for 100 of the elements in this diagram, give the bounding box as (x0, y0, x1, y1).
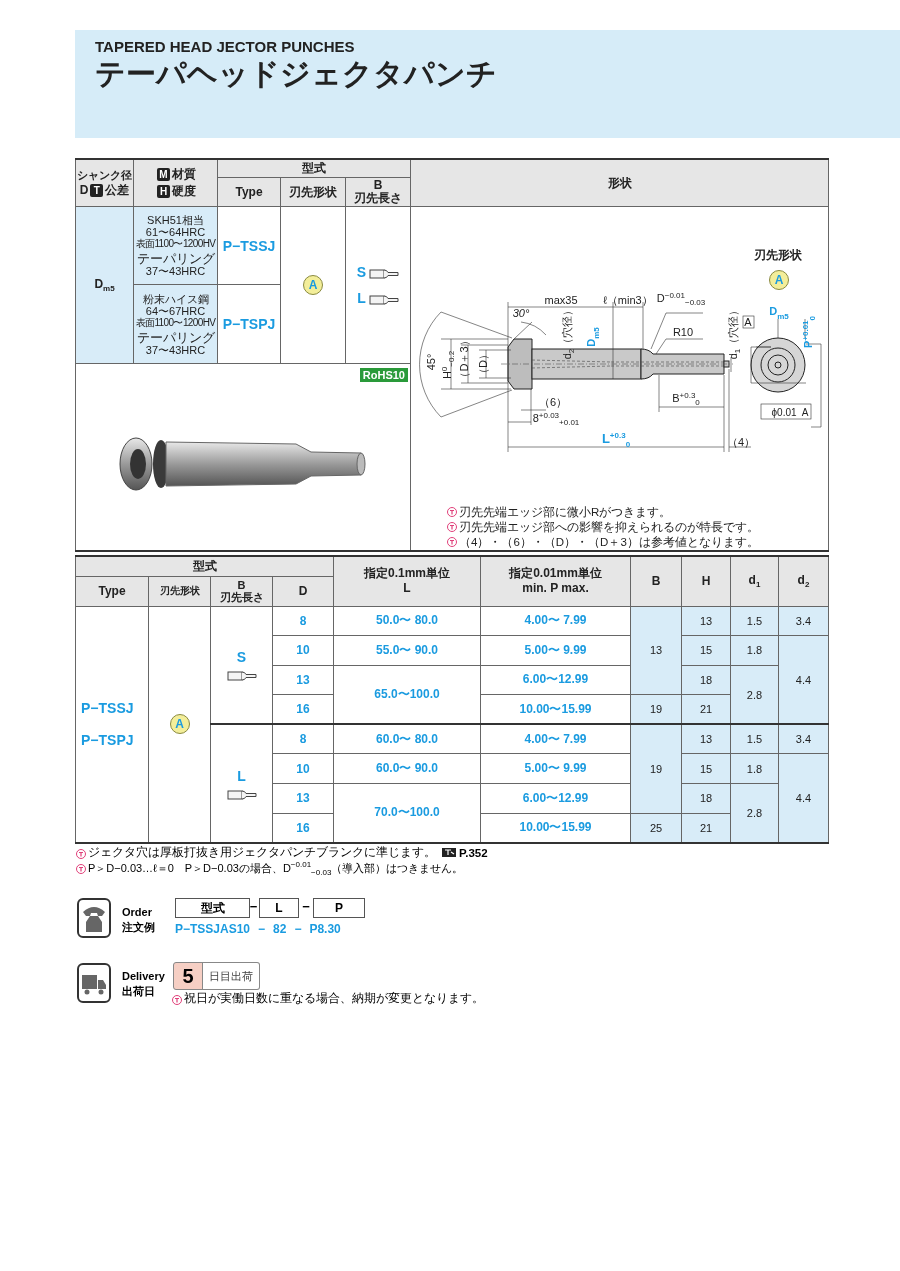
table-cell: D$_{m5}$ (75, 206, 134, 364)
header-cell: d$_{2}$ (778, 556, 829, 606)
header-text: 材質 (172, 166, 196, 183)
header-cell: 型式 (75, 556, 334, 576)
note-text: ジェクタ穴は厚板打抜き用ジェクタパンチブランクに準じます。 (88, 845, 436, 860)
order-heading: Order (122, 906, 152, 918)
dimension-label: A (744, 316, 752, 328)
table-cell: 50.0〜 80.0 (333, 606, 481, 636)
page-reference: P.352 (459, 846, 488, 859)
order-field: P (313, 898, 365, 918)
delivery-heading: 出荷日 (122, 984, 155, 999)
dimension-label: 30° (512, 307, 530, 319)
table-cell: 2.8 (730, 783, 779, 843)
header-cell: 形状 (410, 159, 829, 207)
table-cell: 1.5 (730, 724, 779, 754)
separator: − (258, 922, 266, 936)
order-heading: 注文例 (122, 920, 155, 935)
dimension-label: （D） (475, 349, 490, 379)
material-text: 表面1100〜1200HV (134, 238, 217, 250)
table-cell: 13 (272, 783, 334, 814)
separator: − (294, 922, 302, 936)
table-cell: 13 (272, 665, 334, 695)
order-field: L (259, 898, 299, 918)
dimension-label: （6） (538, 394, 568, 410)
order-example: P−TSSJAS10 (175, 922, 251, 936)
header-cell: H (681, 556, 731, 606)
table-cell: P−TSSJ (217, 206, 281, 285)
header-cell: 型式 (217, 159, 411, 178)
spec-badge: M (157, 168, 170, 181)
material-text: SKH51相当 (146, 214, 205, 226)
delivery-label: 日目出荷 (202, 962, 260, 990)
separator: − (248, 899, 259, 914)
note-text: （4）・（6）・（D）・（D＋3）は参考値となります。 (459, 535, 759, 550)
header-text: D (79, 183, 89, 198)
header-cell: D (272, 576, 334, 606)
table-cell: 19 (630, 724, 682, 814)
dimension-label: 刃先形状 (754, 246, 802, 264)
header-cell: 指定0.1mm単位 L (333, 556, 481, 606)
table-cell: 2.8 (730, 665, 779, 725)
shape-code-badge: A (169, 714, 190, 735)
material-text: 37〜43HRC (144, 265, 207, 277)
english-heading: TAPERED HEAD JECTOR PUNCHES (95, 38, 355, 55)
note-text: 祝日が実働日数に重なる場合、納期が変更となります。 (184, 991, 484, 1006)
table-cell: L (357, 290, 366, 306)
table-cell: 4.00〜 7.99 (480, 724, 631, 754)
header-cell: 指定0.01mm単位 min. P max. (480, 556, 631, 606)
type-code: P−TSPJ (81, 732, 135, 749)
header-cell: B 刃先長さ (345, 177, 411, 207)
dimension-label: D$_{m5}$ (769, 305, 789, 321)
table-cell: 70.0〜100.0 (333, 783, 481, 843)
note-text: 刃先先端エッジ部への影響を抑えられるのが特長です。 (459, 520, 759, 535)
rohs-badge: RoHS10 (359, 368, 408, 382)
table-cell: 3.4 (778, 724, 829, 754)
header-cell: B (630, 556, 682, 606)
header-text: シャンク径 (77, 168, 132, 183)
page-title: テーパヘッドジェクタパンチ (95, 55, 497, 93)
material-text: テーパリング (135, 331, 216, 344)
material-text: 64〜67HRC (145, 304, 206, 317)
spec-badge: H (157, 185, 170, 198)
table-cell-text: S (235, 648, 248, 665)
header-cell: 刃先形状 (280, 177, 346, 207)
table-cell: 10 (272, 635, 334, 666)
table-cell: 10 (272, 753, 334, 784)
material-text: 表面1100〜1200HV (134, 316, 217, 329)
material-text: 粉末ハイス鋼 (141, 292, 210, 305)
table-cell: 65.0〜100.0 (333, 665, 481, 725)
material-text: 37〜43HRC (145, 343, 206, 356)
table-cell: 60.0〜 90.0 (333, 753, 481, 784)
dimension-label: （D＋3） (456, 335, 471, 383)
header-cell: 刃先形状 (148, 576, 211, 606)
material-text: 61〜64HRC (144, 226, 207, 238)
material-text: テーパリング (135, 253, 216, 265)
order-example: P8.30 (309, 922, 341, 936)
table-cell: 13 (630, 606, 682, 695)
header-cell: Type (75, 576, 149, 606)
table-cell: 55.0〜 90.0 (333, 635, 481, 666)
table-cell: 4.00〜 7.99 (480, 606, 631, 636)
table-cell: 13 (681, 724, 731, 754)
header-text: 公差 (105, 183, 130, 198)
separator: − (301, 899, 311, 914)
note-text: P＞D−0.03…ℓ＝0 P＞D−0.03の場合、D$^{−0.01}$$_{−0.03}$（導入部）はつきません。 (88, 860, 464, 877)
delivery-heading: Delivery (122, 970, 165, 982)
header-text: 硬度 (172, 183, 196, 200)
type-code: P−TSSJ (81, 700, 135, 717)
dimension-label: ϕ0.01 (771, 406, 797, 418)
header-cell: B 刃先長さ (210, 576, 273, 606)
table-cell: 4.4 (778, 753, 829, 843)
dimension-label: max35 (544, 294, 578, 306)
table-cell: 60.0〜 80.0 (333, 724, 481, 754)
table-cell: S (356, 264, 367, 280)
dimension-label: A (801, 406, 809, 418)
delivery-days: 5 (173, 962, 203, 990)
shape-code-badge: A (769, 270, 789, 290)
shape-code-badge: A (303, 275, 323, 295)
note-text: 刃先先端エッジ部に微小Rがつきます。 (459, 505, 672, 520)
order-example: 82 (273, 922, 287, 936)
table-cell: 8 (272, 606, 334, 636)
order-field: 型式 (175, 898, 250, 918)
dimension-label: （4） (726, 434, 756, 450)
table-cell: 8 (272, 724, 334, 754)
